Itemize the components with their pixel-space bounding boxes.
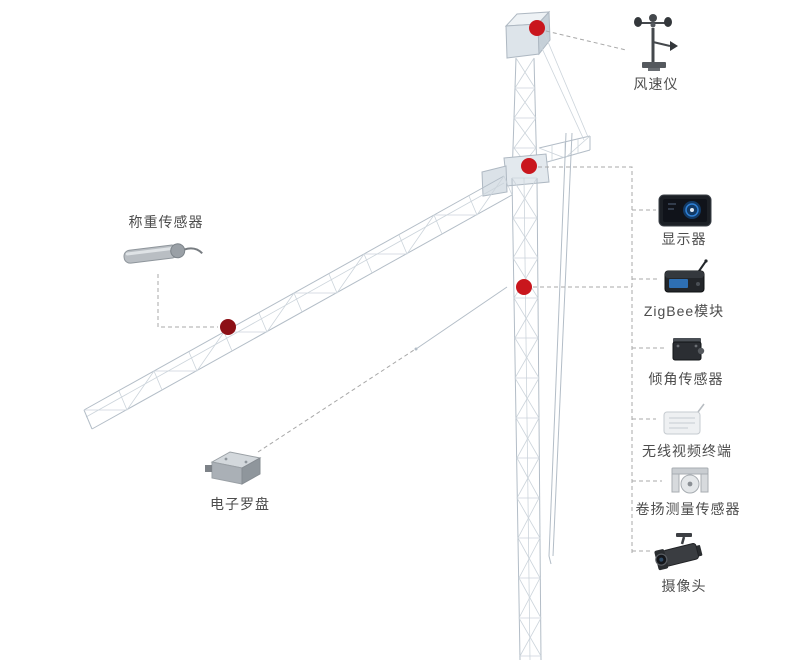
label-compass: 电子罗盘	[210, 496, 270, 512]
marker-jib	[220, 319, 236, 335]
crane-jib	[83, 175, 513, 430]
marker-mast	[516, 279, 532, 295]
zigbee-module-icon	[660, 258, 712, 298]
hoist-sensor-icon	[664, 462, 716, 502]
crane-ropes	[414, 132, 573, 565]
label-anemometer: 风速仪	[633, 76, 679, 92]
label-hoist-sensor: 卷扬测量传感器	[635, 501, 741, 517]
compass-icon	[202, 446, 270, 492]
connector-stubs	[632, 209, 664, 552]
label-video-terminal: 无线视频终端	[642, 443, 732, 459]
connector-lines	[157, 30, 664, 554]
load-sensor-icon	[118, 236, 210, 272]
label-zigbee: ZigBee模块	[643, 303, 725, 319]
camera-icon	[652, 532, 710, 572]
marker-anemometer	[529, 20, 545, 36]
connector-load-sensor	[157, 274, 218, 328]
connector-anemometer	[545, 30, 627, 51]
label-tilt-sensor: 倾角传感器	[648, 371, 724, 387]
connector-spine-top	[538, 166, 633, 554]
connector-compass	[257, 349, 415, 453]
crane-mast	[511, 177, 542, 661]
crane-counter-jib	[538, 29, 591, 165]
label-camera: 摄像头	[661, 578, 707, 594]
sensor-markers	[220, 20, 545, 335]
marker-slewing	[521, 158, 537, 174]
monitor-icon	[658, 194, 712, 228]
label-load-sensor: 称重传感器	[128, 214, 204, 230]
video-terminal-icon	[658, 402, 710, 438]
label-monitor: 显示器	[661, 231, 707, 247]
tilt-sensor-icon	[666, 332, 710, 366]
anemometer-icon	[626, 12, 682, 74]
